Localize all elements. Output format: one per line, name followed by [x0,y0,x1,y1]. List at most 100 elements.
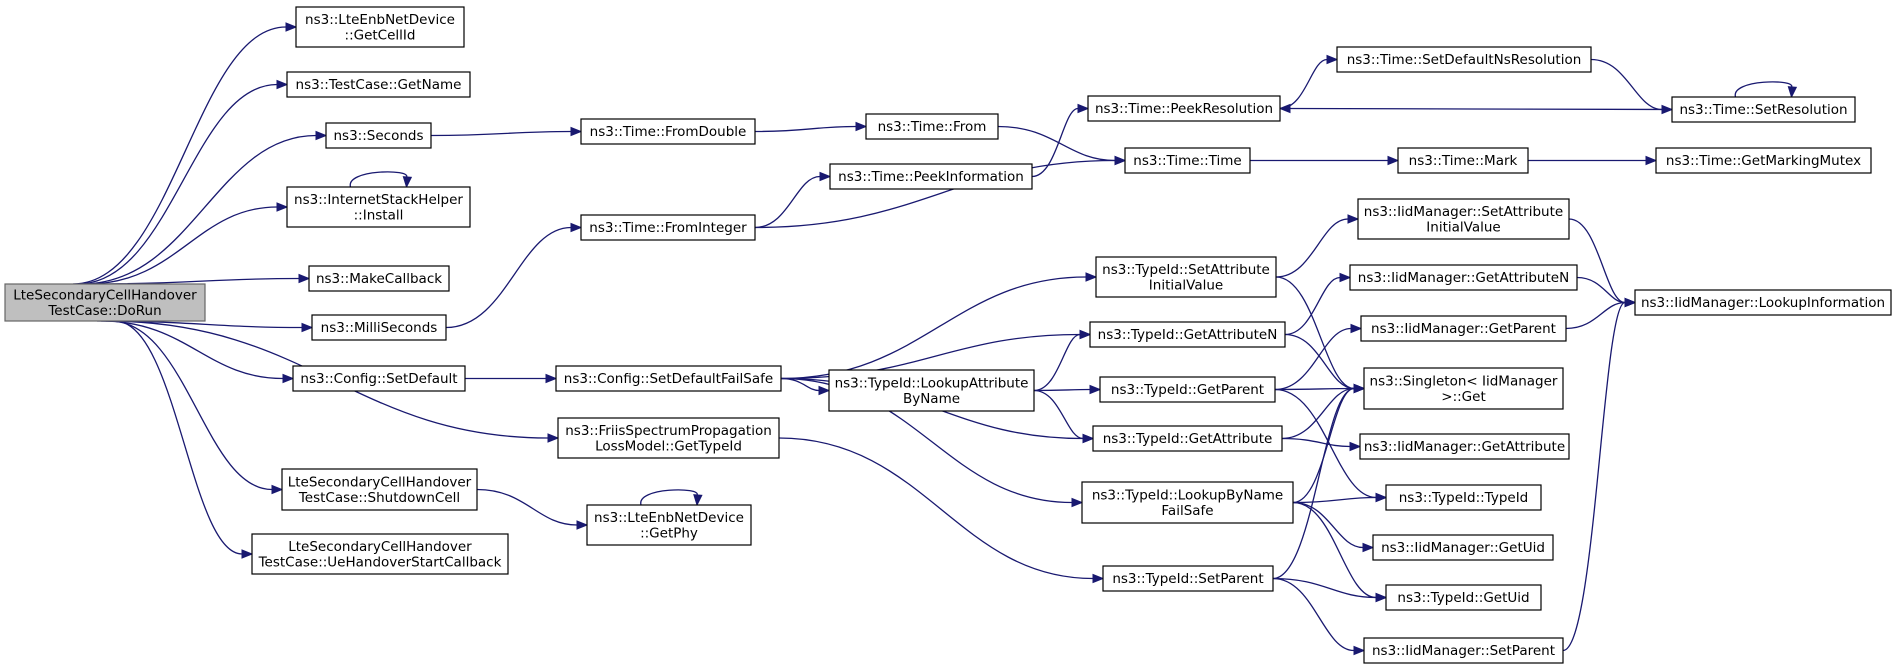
graph-node-box [1363,367,1564,410]
graph-node-n34[interactable]: ns3::IidManager::GetUid [1372,534,1554,561]
graph-node-label: LossModel::GetTypeId [595,438,742,454]
graph-node-n26[interactable]: ns3::Time::SetDefaultNsResolution [1336,46,1592,73]
graph-node-n1[interactable]: ns3::LteEnbNetDevice::GetCellId [295,6,465,48]
graph-node-label: FailSafe [1161,503,1213,519]
graph-edge [101,320,295,384]
graph-node-n25[interactable]: ns3::TypeId::SetParent [1102,565,1274,592]
graph-node-n18[interactable]: ns3::Time::PeekResolution [1087,95,1281,122]
graph-edge [1292,501,1388,603]
graph-node-box [1095,256,1277,298]
graph-node-box [1655,147,1872,174]
graph-node-n28[interactable]: ns3::IidManager::SetAttributeInitialValu… [1357,198,1570,240]
graph-node-n8[interactable]: LteSecondaryCellHandoverTestCase::Shutdo… [281,468,478,511]
graph-node-n23[interactable]: ns3::TypeId::GetAttribute [1092,425,1283,452]
graph-node-label: ns3::Config::SetDefaultFailSafe [564,371,773,387]
graph-node-box [1087,95,1281,122]
graph-node-n37[interactable]: ns3::Time::SetResolution [1671,96,1856,123]
graph-node-label: ns3::IidManager::GetParent [1371,321,1556,337]
graph-node-box [1124,147,1251,174]
graph-node-label: ns3::TypeId::TypeId [1399,490,1529,506]
graph-node-label: LteSecondaryCellHandover [288,474,472,490]
graph-edge [1281,383,1366,440]
graph-edge [1031,103,1090,178]
graph-node-n15[interactable]: ns3::Time::From [865,113,999,140]
graph-node-label: ns3::MakeCallback [316,271,442,287]
graph-node-n39[interactable]: ns3::IidManager::LookupInformation [1634,289,1892,316]
graph-edge [640,489,703,507]
graph-node-n21[interactable]: ns3::TypeId::GetAttributeN [1089,321,1286,348]
graph-node-n32[interactable]: ns3::IidManager::GetAttribute [1359,433,1570,460]
graph-node-n38[interactable]: ns3::Time::GetMarkingMutex [1655,147,1872,174]
graph-node-box [286,71,471,98]
graph-node-n35[interactable]: ns3::TypeId::GetUid [1385,584,1542,611]
graph-node-label: ::Install [354,207,404,223]
graph-edge [1272,577,1388,603]
graph-node-n2[interactable]: ns3::TestCase::GetName [286,71,471,98]
graph-node-n16[interactable]: ns3::Time::PeekInformation [829,163,1033,190]
graph-node-n29[interactable]: ns3::IidManager::GetAttributeN [1349,264,1578,291]
graph-node-n27[interactable]: ns3::Time::Mark [1397,147,1529,174]
graph-node-label: >::Get [1441,389,1485,405]
graph-node-label: ::GetCellId [345,27,416,43]
graph-node-n3[interactable]: ns3::Seconds [325,122,432,149]
graph-node-n30[interactable]: ns3::IidManager::GetParent [1360,315,1567,342]
graph-edge [349,171,413,189]
graph-node-n6[interactable]: ns3::MilliSeconds [311,314,447,341]
graph-node-label: InitialValue [1426,219,1500,235]
graph-edge [109,320,284,495]
graph-node-label: ns3::Time::Mark [1409,153,1518,169]
graph-node-n14[interactable]: ns3::LteEnbNetDevice::GetPhy [586,504,752,546]
graph-node-box [1099,376,1276,403]
call-nodes: LteSecondaryCellHandoverTestCase::DoRunn… [4,6,1892,664]
graph-node-label: LteSecondaryCellHandover [288,539,472,555]
graph-node-label: ns3::Time::Time [1133,153,1241,169]
graph-node-label: ns3::LteEnbNetDevice [594,510,744,526]
graph-node-box [1385,584,1542,611]
graph-node-label: ns3::TypeId::LookupAttribute [835,375,1029,391]
graph-node-box [292,365,466,392]
graph-node-n19[interactable]: ns3::Time::Time [1124,147,1251,174]
graph-edge [1292,501,1375,553]
graph-node-n13[interactable]: ns3::FriisSpectrumPropagationLossModel::… [557,417,780,459]
graph-node-label: TestCase::DoRun [47,303,161,319]
graph-edge [1279,54,1339,110]
graph-node-n22[interactable]: ns3::TypeId::GetParent [1099,376,1276,403]
graph-node-label: ns3::IidManager::SetParent [1372,643,1555,659]
graph-node-n11[interactable]: ns3::Time::FromInteger [580,214,756,241]
graph-edge [1274,323,1363,391]
graph-node-n7[interactable]: ns3::Config::SetDefault [292,365,466,392]
graph-node-box [865,113,999,140]
graph-node-label: ns3::Time::PeekInformation [838,169,1024,185]
graph-edge [81,130,328,285]
graph-edge [1033,389,1095,444]
graph-node-n36[interactable]: ns3::IidManager::SetParent [1363,637,1564,664]
graph-edge [754,171,832,229]
graph-edge [1562,297,1637,652]
graph-node-box [286,186,471,228]
graph-edge [465,373,558,384]
graph-node-n33[interactable]: ns3::TypeId::TypeId [1385,484,1542,511]
graph-node-box [555,365,782,392]
graph-node-n10[interactable]: ns3::Time::FromDouble [580,118,756,145]
graph-node-box [1634,289,1892,316]
graph-node-n31[interactable]: ns3::Singleton< IidManager>::Get [1363,367,1564,410]
graph-node-box [281,468,478,511]
graph-edge [1734,81,1798,99]
graph-node-box [580,118,756,145]
graph-edge [1272,383,1366,580]
graph-edge [1568,218,1637,308]
graph-node-box [1349,264,1578,291]
graph-node-n12[interactable]: ns3::Config::SetDefaultFailSafe [555,365,782,392]
graph-node-box [295,6,465,48]
graph-node-label: ns3::LteEnbNetDevice [305,12,455,28]
graph-node-label: ns3::IidManager::SetAttribute [1364,204,1563,220]
graph-node-n9[interactable]: LteSecondaryCellHandoverTestCase::UeHand… [251,533,509,575]
graph-node-n4[interactable]: ns3::InternetStackHelper::Install [286,186,471,228]
graph-edge [1590,58,1674,115]
graph-node-box [580,214,756,241]
graph-node-n5[interactable]: ns3::MakeCallback [308,265,450,292]
